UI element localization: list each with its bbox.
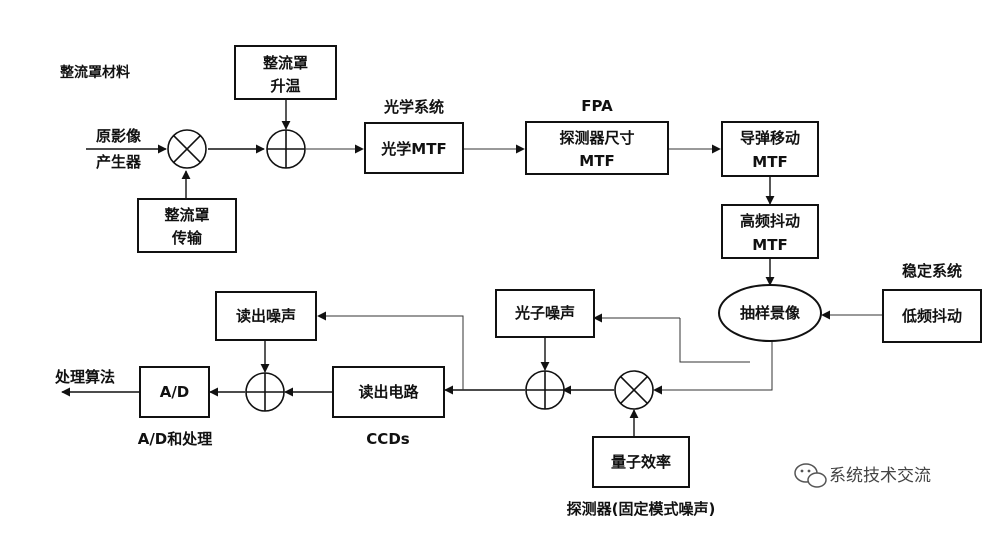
heat-label-line1: 整流罩 xyxy=(263,54,308,72)
box-readout-circuit xyxy=(332,366,445,418)
watermark: 系统技术交流 xyxy=(794,463,931,488)
box-quantum-efficiency xyxy=(592,436,690,488)
box-missile-motion-mtf xyxy=(721,121,819,177)
labels: 整流罩材料 原影像 产生器 整流罩 升温 整流罩 传输 光学系统 光学MTF F… xyxy=(54,54,962,518)
missile-label-line1: 导弹移动 xyxy=(740,129,800,147)
multiplier-node-1 xyxy=(167,129,207,169)
heat-label-line2: 升温 xyxy=(270,77,300,95)
box-readout-noise xyxy=(215,291,317,341)
sampling-label: 抽样景像 xyxy=(740,304,801,322)
detector-size-label-line2: MTF xyxy=(579,152,614,170)
circle-plus-icon xyxy=(266,129,306,169)
wechat-icon xyxy=(794,463,827,488)
source-label-line2: 产生器 xyxy=(96,153,142,171)
optics-title: 光学系统 xyxy=(383,98,444,116)
box-optical-mtf xyxy=(364,122,464,174)
box-photon-noise xyxy=(495,289,595,338)
box-ad xyxy=(139,366,210,418)
adder-node-1 xyxy=(266,129,306,169)
multiplier-node-2 xyxy=(614,370,654,410)
sampling-ellipse xyxy=(718,284,822,342)
fpa-title: FPA xyxy=(581,97,613,115)
box-fairing-heating xyxy=(234,45,337,100)
readout-circuit-label: 读出电路 xyxy=(358,383,419,401)
detector-size-label-line1: 探测器尺寸 xyxy=(559,129,634,147)
jitter-label-line2: MTF xyxy=(752,236,787,254)
blocks xyxy=(137,45,982,488)
source-label-line1: 原影像 xyxy=(96,127,142,145)
arrow-branch-to-readnoise xyxy=(317,311,464,390)
detector-caption: 探测器(固定模式噪声) xyxy=(567,500,716,518)
low-freq-jitter-label: 低频抖动 xyxy=(901,307,962,325)
quantum-efficiency-label: 量子效率 xyxy=(611,453,671,471)
watermark-text: 系统技术交流 xyxy=(829,466,931,486)
arrow-sampling-to-multiplier2 xyxy=(653,341,773,395)
line-sampling-branch xyxy=(679,318,750,363)
adder-node-2 xyxy=(525,370,565,410)
box-low-freq-jitter xyxy=(882,289,982,343)
box-hf-jitter-mtf xyxy=(721,204,819,259)
missile-label-line2: MTF xyxy=(752,153,787,171)
transmission-label-line1: 整流罩 xyxy=(164,206,209,224)
algorithm-label: 处理算法 xyxy=(54,368,115,386)
ccds-caption: CCDs xyxy=(366,430,409,448)
ad-caption: A/D和处理 xyxy=(138,430,213,448)
circle-cross-icon xyxy=(167,129,207,169)
ad-label: A/D xyxy=(160,383,190,401)
optics-mtf-label: 光学MTF xyxy=(380,140,446,158)
box-detector-size-mtf xyxy=(525,121,669,175)
jitter-label-line1: 高频抖动 xyxy=(740,212,800,230)
transmission-label-line2: 传输 xyxy=(171,229,203,247)
adder-node-3 xyxy=(245,372,285,412)
connectors xyxy=(61,100,882,436)
stabilization-title: 稳定系统 xyxy=(902,262,962,280)
circle-plus-icon xyxy=(525,370,565,410)
photon-noise-label: 光子噪声 xyxy=(514,304,575,322)
readout-noise-label: 读出噪声 xyxy=(236,307,296,325)
circle-plus-icon xyxy=(245,372,285,412)
circle-cross-icon xyxy=(614,370,654,410)
fairing-material-label: 整流罩材料 xyxy=(59,64,130,81)
box-fairing-transmission xyxy=(137,198,237,253)
